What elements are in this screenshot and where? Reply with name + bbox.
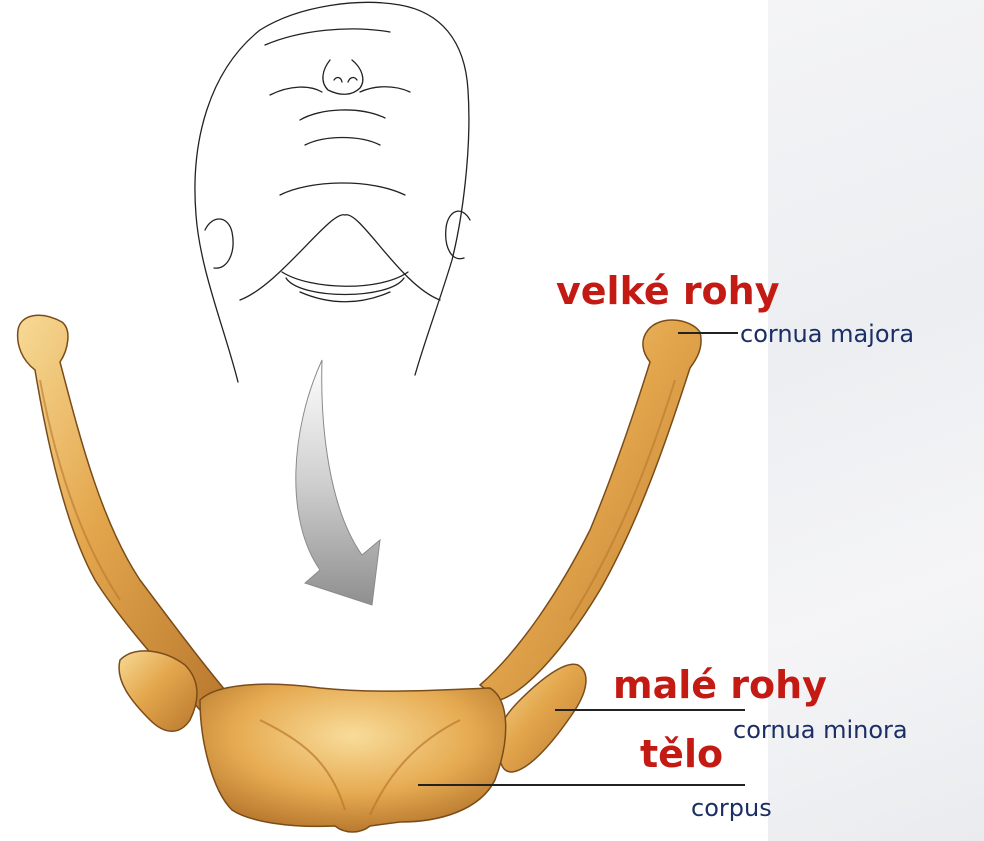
label-greater-horns-latin: cornua majora [740,322,914,346]
head-drawing [195,2,470,382]
label-body-latin: corpus [691,796,772,820]
right-greater-horn [480,320,701,700]
left-greater-horn [18,315,225,710]
label-lesser-horns-czech: malé rohy [613,666,827,704]
label-lesser-horns-latin: cornua minora [733,718,908,742]
direction-arrow [296,360,380,605]
hyoid-body [200,684,506,832]
label-greater-horns-czech: velké rohy [556,272,780,310]
label-body-czech: tělo [640,735,723,773]
